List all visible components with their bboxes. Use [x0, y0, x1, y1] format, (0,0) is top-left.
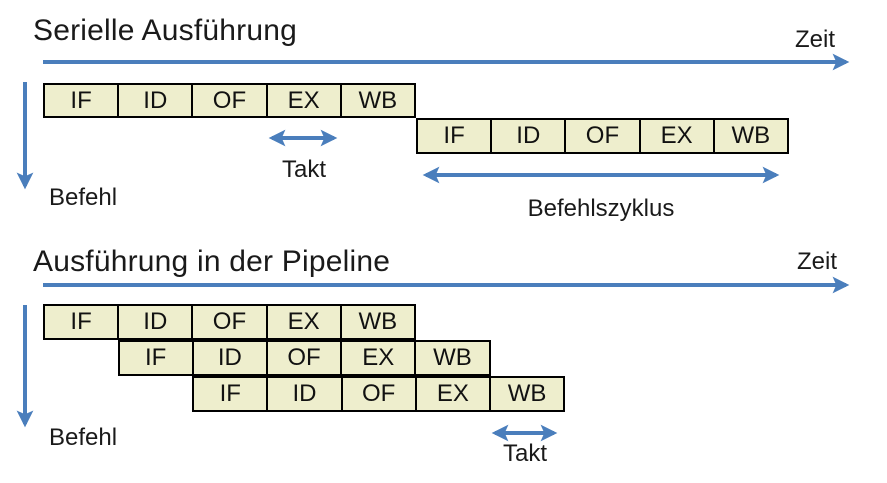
pipeline-instruction-3-row: IF ID OF EX WB [192, 376, 566, 412]
stage-cell: WB [712, 120, 787, 152]
pipeline-instruction-1-row: IF ID OF EX WB [43, 304, 416, 340]
serial-instruction-axis-label: Befehl [49, 184, 118, 211]
stage-cell: WB [339, 306, 414, 338]
stage-cell: ID [266, 378, 340, 410]
stage-cell: IF [70, 308, 92, 335]
befehlszyklus-label: Befehlszyklus [527, 195, 675, 222]
stage-cell: EX [638, 120, 713, 152]
serial-takt-label: Takt [281, 156, 326, 183]
stage-cell: EX [265, 306, 340, 338]
serial-instruction-2-row: IF ID OF EX WB [416, 118, 789, 154]
stage-cell: ID [117, 306, 191, 338]
stage-cell: EX [265, 85, 340, 116]
stage-cell: EX [340, 342, 414, 374]
stage-cell: EX [414, 378, 489, 410]
serial-section-title: Serielle Ausführung [33, 14, 297, 47]
stage-cell: WB [414, 342, 488, 374]
stage-cell: IF [443, 122, 465, 149]
pipeline-time-axis-label: Zeit [797, 248, 838, 275]
stage-cell: IF [145, 344, 167, 371]
stage-cell: WB [339, 85, 414, 116]
stage-cell: OF [191, 85, 265, 116]
stage-cell: ID [191, 342, 266, 374]
pipeline-instruction-axis-label: Befehl [49, 424, 118, 451]
pipeline-instruction-2-row: IF ID OF EX WB [117, 340, 491, 376]
stage-cell: ID [490, 120, 564, 152]
stage-cell: OF [564, 120, 638, 152]
stage-cell: ID [117, 85, 191, 116]
stage-cell: IF [70, 86, 92, 114]
stage-cell: OF [340, 378, 415, 410]
stage-cell: OF [265, 342, 340, 374]
stage-cell: IF [219, 380, 241, 407]
pipeline-takt-label: Takt [502, 440, 547, 467]
serial-instruction-1-row: IF ID OF EX WB [43, 83, 416, 118]
serial-time-axis-label: Zeit [795, 26, 836, 53]
stage-cell: OF [191, 306, 265, 338]
pipeline-section-title: Ausführung in der Pipeline [33, 245, 391, 278]
stage-cell: WB [488, 378, 563, 410]
